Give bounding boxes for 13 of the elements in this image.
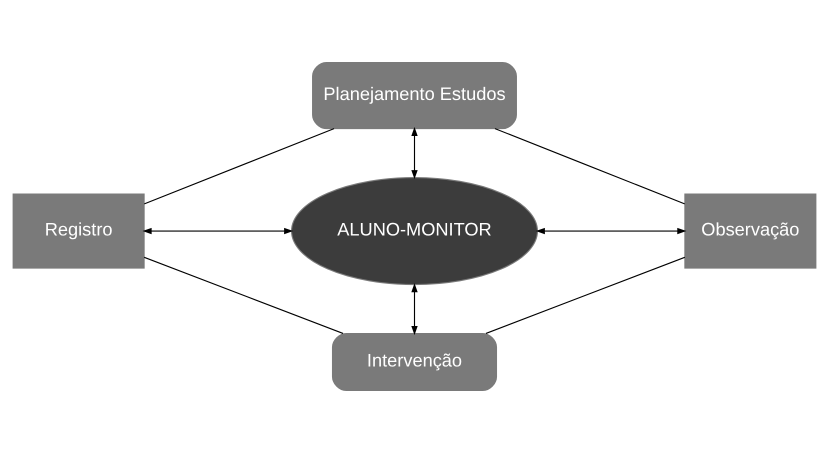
- node-box: Planejamento Estudos: [312, 61, 517, 129]
- arrow: [142, 227, 294, 234]
- node-box: Registro: [12, 192, 145, 268]
- node-ellipse: ALUNO-MONITOR: [290, 176, 538, 285]
- connector: [144, 128, 334, 204]
- connector: [494, 128, 685, 204]
- arrow: [411, 282, 418, 335]
- arrow: [536, 227, 686, 234]
- arrow: [411, 126, 418, 179]
- node-box: Observação: [684, 192, 816, 268]
- connector: [144, 256, 344, 334]
- connector: [486, 256, 685, 334]
- node-box: Intervenção: [332, 332, 498, 391]
